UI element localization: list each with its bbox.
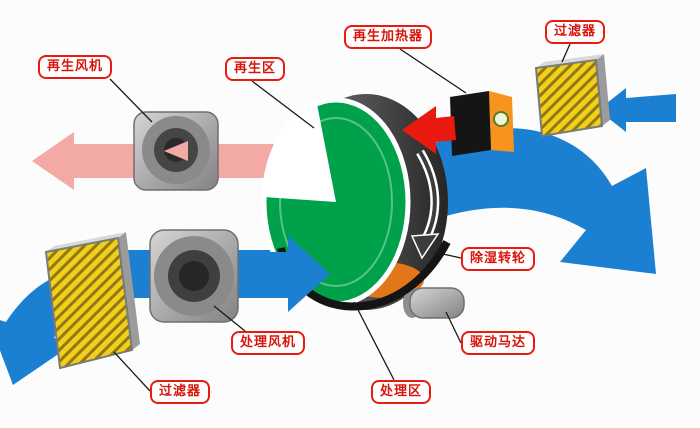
label-process-zone: 处理区 [371, 380, 432, 404]
hot-air-arrow [402, 106, 456, 154]
drive-motor-body [403, 287, 465, 319]
wheel-rotation-arrow [410, 149, 440, 260]
regen-heater-box [450, 91, 514, 156]
leader-lines [109, 43, 571, 392]
label-regen-zone: 再生区 [225, 57, 286, 81]
label-drive-motor: 驱动马达 [461, 331, 536, 355]
filter-top-box [534, 54, 610, 138]
leader-regen-heater [399, 48, 467, 94]
label-regen-heater: 再生加热器 [344, 25, 433, 49]
leader-filter-top [561, 43, 571, 63]
heater-indicator-light [493, 111, 509, 127]
regen-air-inlet-arrow [598, 88, 676, 132]
leader-process-zone [353, 301, 395, 381]
label-filter-top: 过滤器 [545, 20, 606, 44]
process-fan-blower [149, 229, 239, 323]
regen-exhaust-inner-arrow [164, 141, 188, 161]
leader-filter-bottom [113, 351, 151, 392]
label-regen-fan: 再生风机 [38, 55, 113, 79]
label-desiccant-wheel: 除湿转轮 [461, 247, 536, 271]
leader-regen-fan [109, 78, 153, 123]
process-air-outlet-arrow [402, 128, 656, 274]
leader-drive-motor [445, 311, 462, 344]
leader-desiccant-wheel [433, 251, 462, 259]
label-filter-bottom: 过滤器 [150, 380, 211, 404]
process-air-into-wheel-arrow [244, 236, 330, 312]
leader-process-fan [213, 305, 246, 332]
regen-fan-blower [133, 111, 219, 191]
regen-sector-wedge [264, 104, 336, 202]
label-process-fan: 处理风机 [231, 331, 306, 355]
leader-regen-zone [251, 80, 315, 129]
filter-bottom-box [44, 232, 140, 370]
